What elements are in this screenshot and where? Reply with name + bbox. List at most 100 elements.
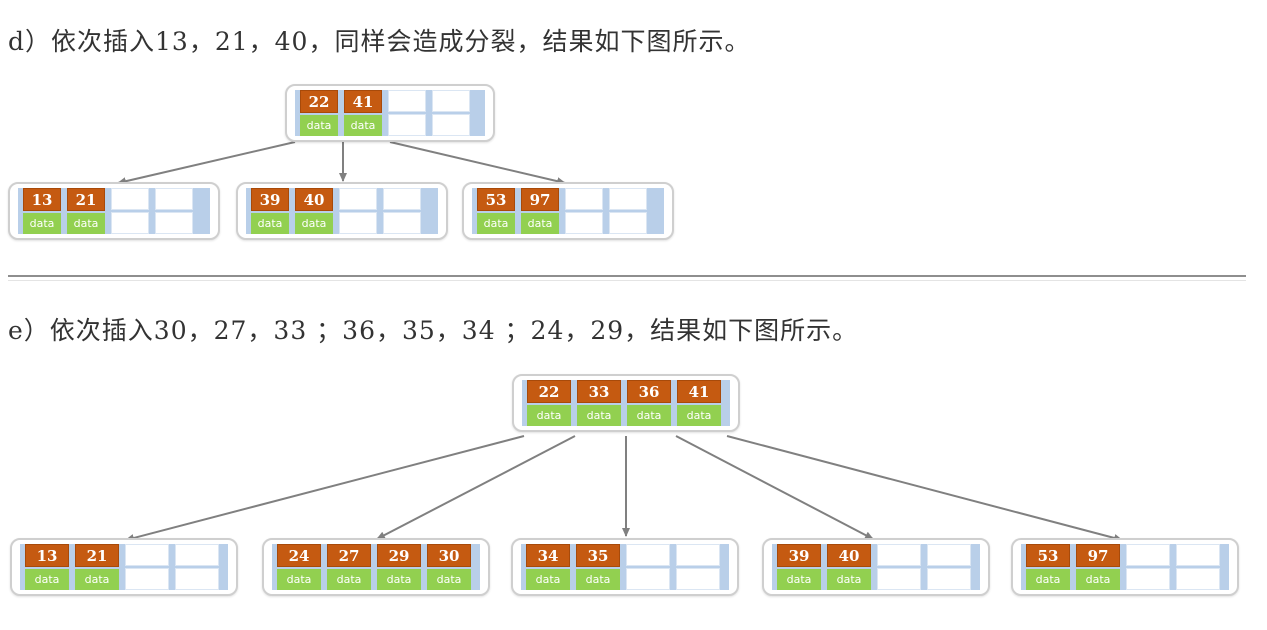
data-cell: data bbox=[627, 405, 671, 426]
data-cell bbox=[111, 212, 149, 234]
empty-slot bbox=[432, 90, 470, 136]
key-value: 34 bbox=[526, 544, 570, 567]
empty-slot bbox=[125, 544, 169, 590]
data-cell: data bbox=[25, 569, 69, 590]
data-cell: data bbox=[23, 213, 61, 234]
tree-e-edge-1 bbox=[376, 435, 576, 540]
key-value bbox=[626, 544, 670, 566]
empty-slot bbox=[155, 188, 193, 234]
tree-d-edge-2 bbox=[389, 141, 566, 186]
key-value: 30 bbox=[427, 544, 471, 567]
empty-slot bbox=[175, 544, 219, 590]
key-value bbox=[1176, 544, 1220, 566]
data-cell: data bbox=[521, 213, 559, 234]
key-value: 13 bbox=[25, 544, 69, 567]
data-cell bbox=[155, 212, 193, 234]
caption-step-e: e）依次插入30，27，33 ；36，35，34 ；24，29，结果如下图所示。 bbox=[8, 316, 859, 345]
data-cell: data bbox=[295, 213, 333, 234]
empty-slot bbox=[609, 188, 647, 234]
data-cell bbox=[1126, 568, 1170, 590]
data-cell: data bbox=[327, 569, 371, 590]
data-cell: data bbox=[377, 569, 421, 590]
empty-slot bbox=[383, 188, 421, 234]
data-cell: data bbox=[75, 569, 119, 590]
key-value: 22 bbox=[527, 380, 571, 403]
data-cell bbox=[125, 568, 169, 590]
data-cell bbox=[1176, 568, 1220, 590]
key-value: 39 bbox=[251, 188, 289, 211]
data-cell bbox=[175, 568, 219, 590]
tree-e-edge-3 bbox=[675, 435, 874, 540]
data-cell: data bbox=[427, 569, 471, 590]
key-value: 39 bbox=[777, 544, 821, 567]
key-value bbox=[565, 188, 603, 210]
key-value bbox=[125, 544, 169, 566]
data-cell bbox=[432, 114, 470, 136]
key-value: 41 bbox=[344, 90, 382, 113]
key-value: 22 bbox=[300, 90, 338, 113]
data-cell: data bbox=[777, 569, 821, 590]
data-cell bbox=[609, 212, 647, 234]
data-cell: data bbox=[67, 213, 105, 234]
key-value: 40 bbox=[827, 544, 871, 567]
key-value: 27 bbox=[327, 544, 371, 567]
key-value: 21 bbox=[67, 188, 105, 211]
data-cell bbox=[927, 568, 971, 590]
data-cell: data bbox=[677, 405, 721, 426]
data-cell bbox=[339, 212, 377, 234]
tree-d-edge-0 bbox=[117, 141, 296, 186]
empty-slot bbox=[927, 544, 971, 590]
key-value: 36 bbox=[627, 380, 671, 403]
key-value: 29 bbox=[377, 544, 421, 567]
key-value: 40 bbox=[295, 188, 333, 211]
tree-e-edge-0 bbox=[125, 435, 525, 542]
empty-slot bbox=[1126, 544, 1170, 590]
data-cell bbox=[565, 212, 603, 234]
data-cell: data bbox=[1076, 569, 1120, 590]
data-cell bbox=[877, 568, 921, 590]
empty-slot bbox=[388, 90, 426, 136]
key-value bbox=[155, 188, 193, 210]
key-value: 97 bbox=[521, 188, 559, 211]
key-value: 33 bbox=[577, 380, 621, 403]
empty-slot bbox=[877, 544, 921, 590]
empty-slot bbox=[626, 544, 670, 590]
data-cell: data bbox=[1026, 569, 1070, 590]
data-cell: data bbox=[526, 569, 570, 590]
data-cell: data bbox=[577, 405, 621, 426]
data-cell: data bbox=[277, 569, 321, 590]
key-value: 21 bbox=[75, 544, 119, 567]
